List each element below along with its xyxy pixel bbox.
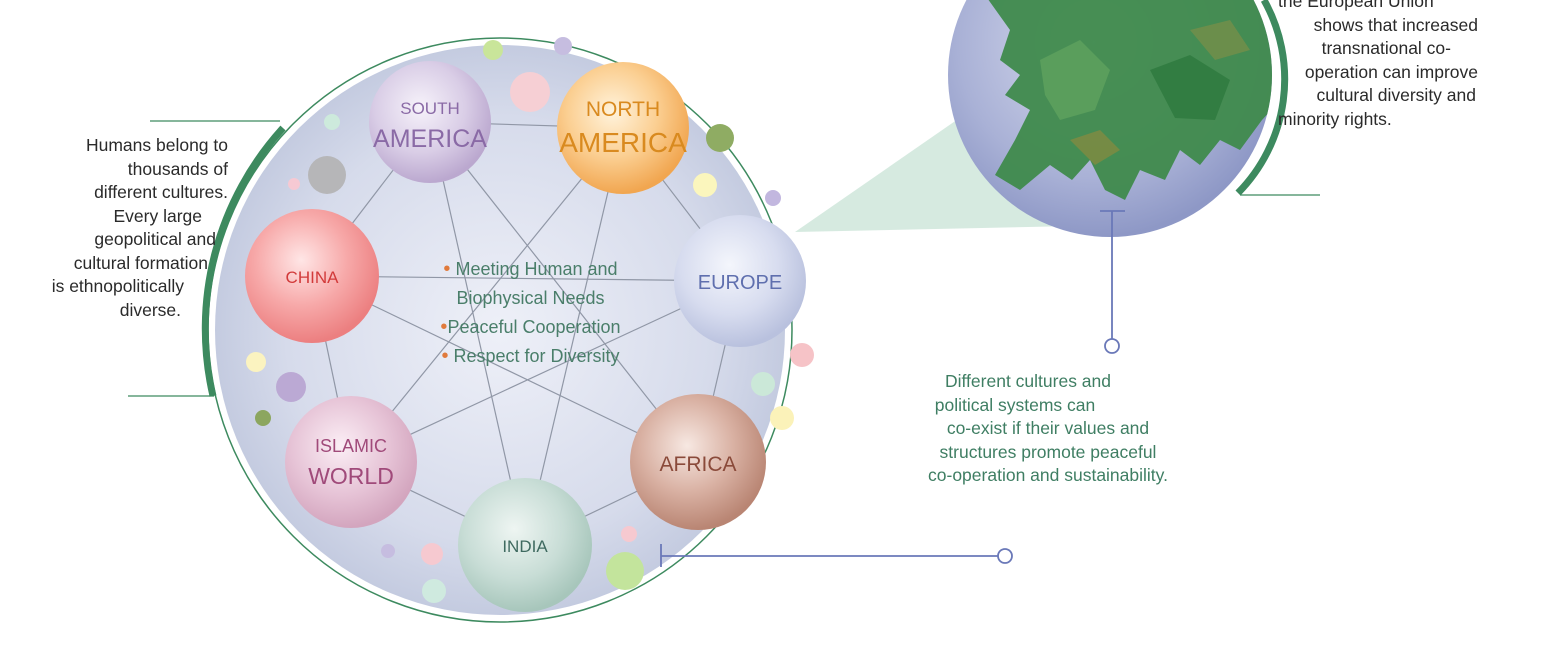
edge-europe-islamic-world (350, 280, 741, 463)
node-islamic-world: ISLAMIC WORLD (285, 396, 417, 528)
node-north-america-label: AMERICA (559, 127, 687, 158)
goal-text-continued: Biophysical Needs (456, 288, 605, 308)
bottom-note-line: co-operation and sustainability. (928, 465, 1168, 485)
left-note-line: Every large (113, 205, 202, 226)
left-note-line: diverse. (119, 299, 181, 320)
goal-item: •Peaceful Cooperation (393, 313, 668, 342)
node-north-america: NORTH AMERICA (557, 62, 689, 194)
node-south-america-small-label: SOUTH (400, 99, 460, 118)
decorative-dots (246, 37, 814, 603)
right-note-line: cultural diversity and (1316, 85, 1476, 105)
node-islamic-world-label: WORLD (308, 463, 394, 489)
edge-north-america-islamic-world (350, 127, 624, 463)
bottom-note-line: Different cultures and (944, 371, 1112, 391)
left-note-line: different cultures. (94, 182, 228, 202)
globe-connector (1100, 210, 1125, 354)
left-note: Humans belong to thousands of different … (0, 134, 228, 322)
europe-landmass (985, 0, 1272, 200)
goal-bullet: • (441, 345, 449, 367)
edge-china-africa (311, 275, 699, 463)
bottom-note-line: co-exist if their values and (946, 418, 1150, 438)
goal-text: Meeting Human and (455, 259, 618, 279)
right-note-line: shows that increased (1313, 14, 1478, 35)
goal-bullet: • (440, 316, 448, 338)
edge-south-america-africa (429, 121, 699, 463)
left-note-line: geopolitical and (94, 229, 216, 249)
left-note-line: thousands of (127, 158, 228, 179)
goal-text: Respect for Diversity (453, 346, 620, 366)
right-note-line: transnational co- (1321, 38, 1451, 58)
left-note-line: is ethnopolitically (51, 276, 184, 296)
goal-item: • Respect for Diversity (393, 342, 668, 371)
node-africa: AFRICA (630, 394, 766, 530)
bottom-note-line: structures promote peaceful (939, 441, 1157, 462)
right-note-line: operation can improve (1304, 61, 1478, 82)
node-india: INDIA (458, 478, 592, 612)
edge-china-europe (311, 275, 741, 282)
node-europe-label: EUROPE (698, 272, 782, 294)
edge-north-america-india (524, 127, 624, 546)
central-goals: • Meeting Human and Biophysical Needs •P… (393, 255, 668, 371)
right-note: the European Union shows that increased … (1278, 0, 1478, 131)
right-note-line: minority rights. (1278, 108, 1392, 129)
node-north-america-small-label: NORTH (586, 98, 660, 121)
left-note-line: cultural formation (73, 252, 208, 273)
node-islamic-world-small-label: ISLAMIC (315, 436, 387, 456)
edge-south-america-india (429, 121, 526, 546)
main-circle-accent-arc (201, 125, 286, 397)
goal-bullet: • (443, 258, 451, 280)
node-south-america-label: AMERICA (373, 125, 487, 153)
bottom-note: Different cultures and political systems… (858, 370, 1238, 488)
left-note-line: Humans belong to (85, 135, 228, 155)
circle-connector (660, 544, 1013, 567)
right-note-line: the European Union (1278, 0, 1434, 11)
node-china: CHINA (245, 209, 379, 343)
bottom-note-line: political systems can (934, 394, 1096, 415)
goal-item: • Meeting Human and (393, 255, 668, 284)
node-south-america: SOUTH AMERICA (369, 61, 491, 183)
europe-globe (948, 0, 1320, 237)
goal-text: Peaceful Cooperation (447, 317, 621, 337)
node-europe: EUROPE (674, 215, 806, 347)
node-africa-label: AFRICA (659, 453, 736, 476)
node-india-label: INDIA (502, 537, 548, 556)
globe-accent-arc (1235, 0, 1289, 196)
node-china-label: CHINA (286, 268, 340, 287)
